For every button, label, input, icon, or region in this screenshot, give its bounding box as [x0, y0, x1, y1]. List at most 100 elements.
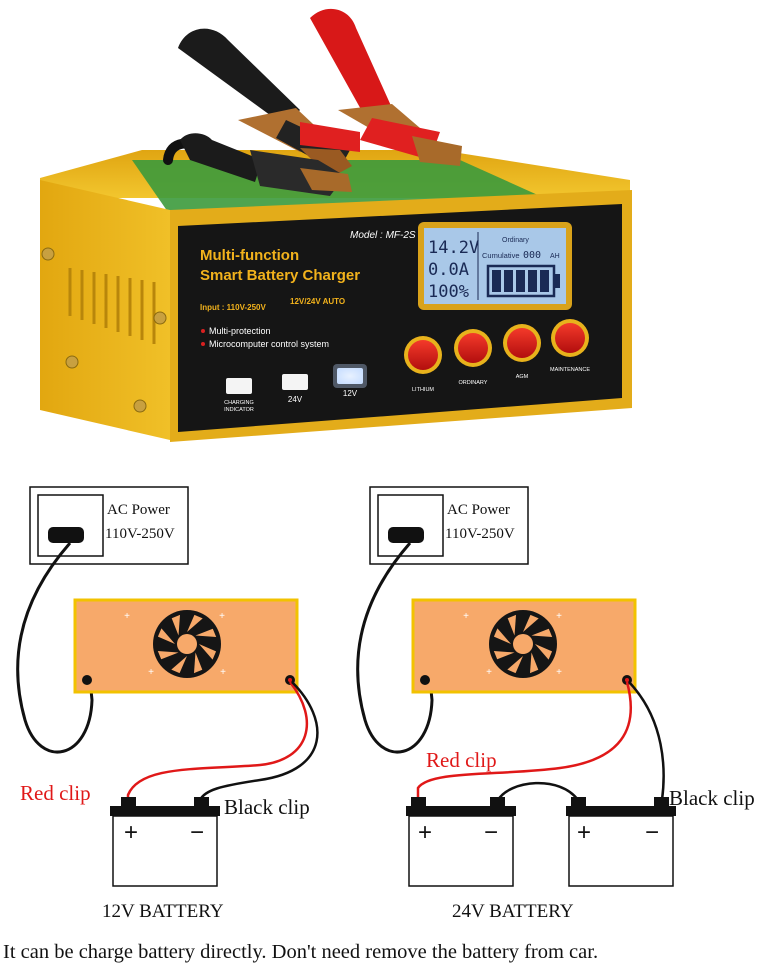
bullet-icon [201, 342, 205, 346]
screw-mark: + [219, 611, 225, 622]
mode-button-lithium[interactable]: LITHIUM [404, 336, 442, 393]
fan-blade [199, 644, 217, 660]
input-label: Input : 110V-250V [200, 303, 266, 312]
indicator-24v: 24V [282, 374, 308, 404]
red-wire [416, 681, 632, 802]
charger-box: + + + + [73, 598, 299, 694]
positive-terminal: + [418, 819, 432, 846]
fan-blade [493, 650, 515, 660]
screw [133, 399, 147, 413]
diagram-24v: AC Power 110V-250V + + + + Red clip Blac… [356, 486, 755, 922]
screw [65, 355, 79, 369]
ac-voltage-label: 110V-250V [445, 526, 515, 542]
battery-caption: 12V BATTERY [102, 901, 224, 922]
charger-box: + + + + [411, 598, 637, 694]
fan-blade [193, 652, 203, 674]
lcd-display: 14.2V 0.0A 100% Ordinary Cumulative 000 … [418, 222, 572, 310]
screw-mark: + [486, 667, 492, 678]
battery-level-bars [492, 270, 549, 292]
output-terminal [420, 675, 430, 685]
ac-outlet: AC Power 110V-250V [369, 486, 529, 565]
voltage-label: 12V/24V AUTO [290, 297, 345, 306]
fan-blade [493, 628, 511, 644]
red-clip-label: Red clip [20, 781, 91, 805]
mode-button-maintenance[interactable]: MAINTENANCE [550, 319, 590, 373]
screw-mark: + [220, 667, 226, 678]
battery-level-icon [486, 264, 560, 298]
fan-blade [507, 614, 517, 636]
black-wire [198, 681, 319, 801]
footer-caption: It can be charge battery directly. Don't… [3, 941, 598, 963]
mode-button-label: LITHIUM [412, 387, 434, 393]
fan-blade [187, 614, 203, 632]
ac-power-label: AC Power [447, 502, 510, 518]
feature-2: Microcomputer control system [209, 339, 329, 349]
black-wire [628, 681, 665, 801]
plug-icon [388, 527, 424, 543]
lcd-current: 0.0A [428, 260, 469, 280]
negative-terminal: − [645, 819, 659, 846]
ac-voltage-label: 110V-250V [105, 526, 175, 542]
screw [41, 247, 55, 261]
ac-power-label: AC Power [107, 502, 170, 518]
power-cord [356, 542, 434, 754]
title-line2: Smart Battery Charger [200, 267, 360, 284]
fan-icon [153, 610, 221, 678]
diagram-12v: AC Power 110V-250V + + + + Red clip Blac… [16, 486, 319, 922]
fan-blade [171, 656, 187, 674]
mode-buttons: LITHIUM ORDINARY AGM MAINTENANCE [404, 319, 590, 393]
indicator-label: 24V [288, 395, 303, 404]
fan-blade [195, 628, 217, 638]
indicator-charging: CHARGING INDICATOR [224, 378, 254, 413]
battery-icon: + − [406, 797, 516, 887]
screw-mark: + [556, 611, 562, 622]
indicator-label: INDICATOR [224, 407, 254, 413]
lcd-cumulative-unit: AH [550, 253, 560, 260]
bullet-icon [201, 329, 205, 333]
lcd-cumulative-label: Cumulative [482, 251, 520, 260]
fan-blade [157, 650, 179, 660]
screw [153, 311, 167, 325]
positive-terminal: + [124, 819, 138, 846]
fan-blade [535, 644, 553, 660]
fan-blade [523, 614, 539, 632]
fan-blade [529, 652, 539, 674]
lcd-cumulative-value: 000 [523, 250, 541, 261]
battery-level-bar [528, 270, 537, 292]
charger-photo: Model : MF-2S Multi-function Smart Batte… [40, 8, 632, 442]
fan-blade [507, 656, 523, 674]
screw-mark: + [463, 611, 469, 622]
title-line1: Multi-function [200, 247, 299, 264]
battery-level-bar [492, 270, 501, 292]
mode-button-ordinary[interactable]: ORDINARY [454, 329, 492, 386]
side-vents [68, 268, 156, 344]
screw-mark: + [556, 667, 562, 678]
battery-icon: + − [566, 797, 676, 887]
lcd-percent: 100% [428, 282, 469, 302]
fan-blade [157, 628, 175, 644]
fan-icon [489, 610, 557, 678]
battery-icon: + − [110, 797, 220, 887]
battery-level-bar [504, 270, 513, 292]
indicator-12v: 12V [333, 364, 367, 398]
mode-button-label: MAINTENANCE [550, 367, 590, 373]
indicator-label: 12V [343, 389, 358, 398]
positive-terminal: + [577, 819, 591, 846]
mode-button-agm[interactable]: AGM [503, 324, 541, 380]
battery-level-bar [540, 270, 549, 292]
black-clip-label: Black clip [669, 786, 755, 810]
black-clip-label: Black clip [224, 795, 310, 819]
red-clamp-icon [300, 8, 462, 166]
red-clip-label: Red clip [426, 748, 497, 772]
battery-caption: 24V BATTERY [452, 901, 574, 922]
black-clamp-icon [180, 133, 352, 196]
mode-button-label: ORDINARY [459, 380, 488, 386]
fan-blade [531, 628, 553, 638]
model-label: Model : MF-2S [350, 230, 416, 241]
negative-terminal: − [484, 819, 498, 846]
fan-blade [171, 614, 181, 636]
negative-terminal: − [190, 819, 204, 846]
bridge-wire [496, 781, 580, 801]
lcd-voltage: 14.2V [428, 238, 479, 258]
